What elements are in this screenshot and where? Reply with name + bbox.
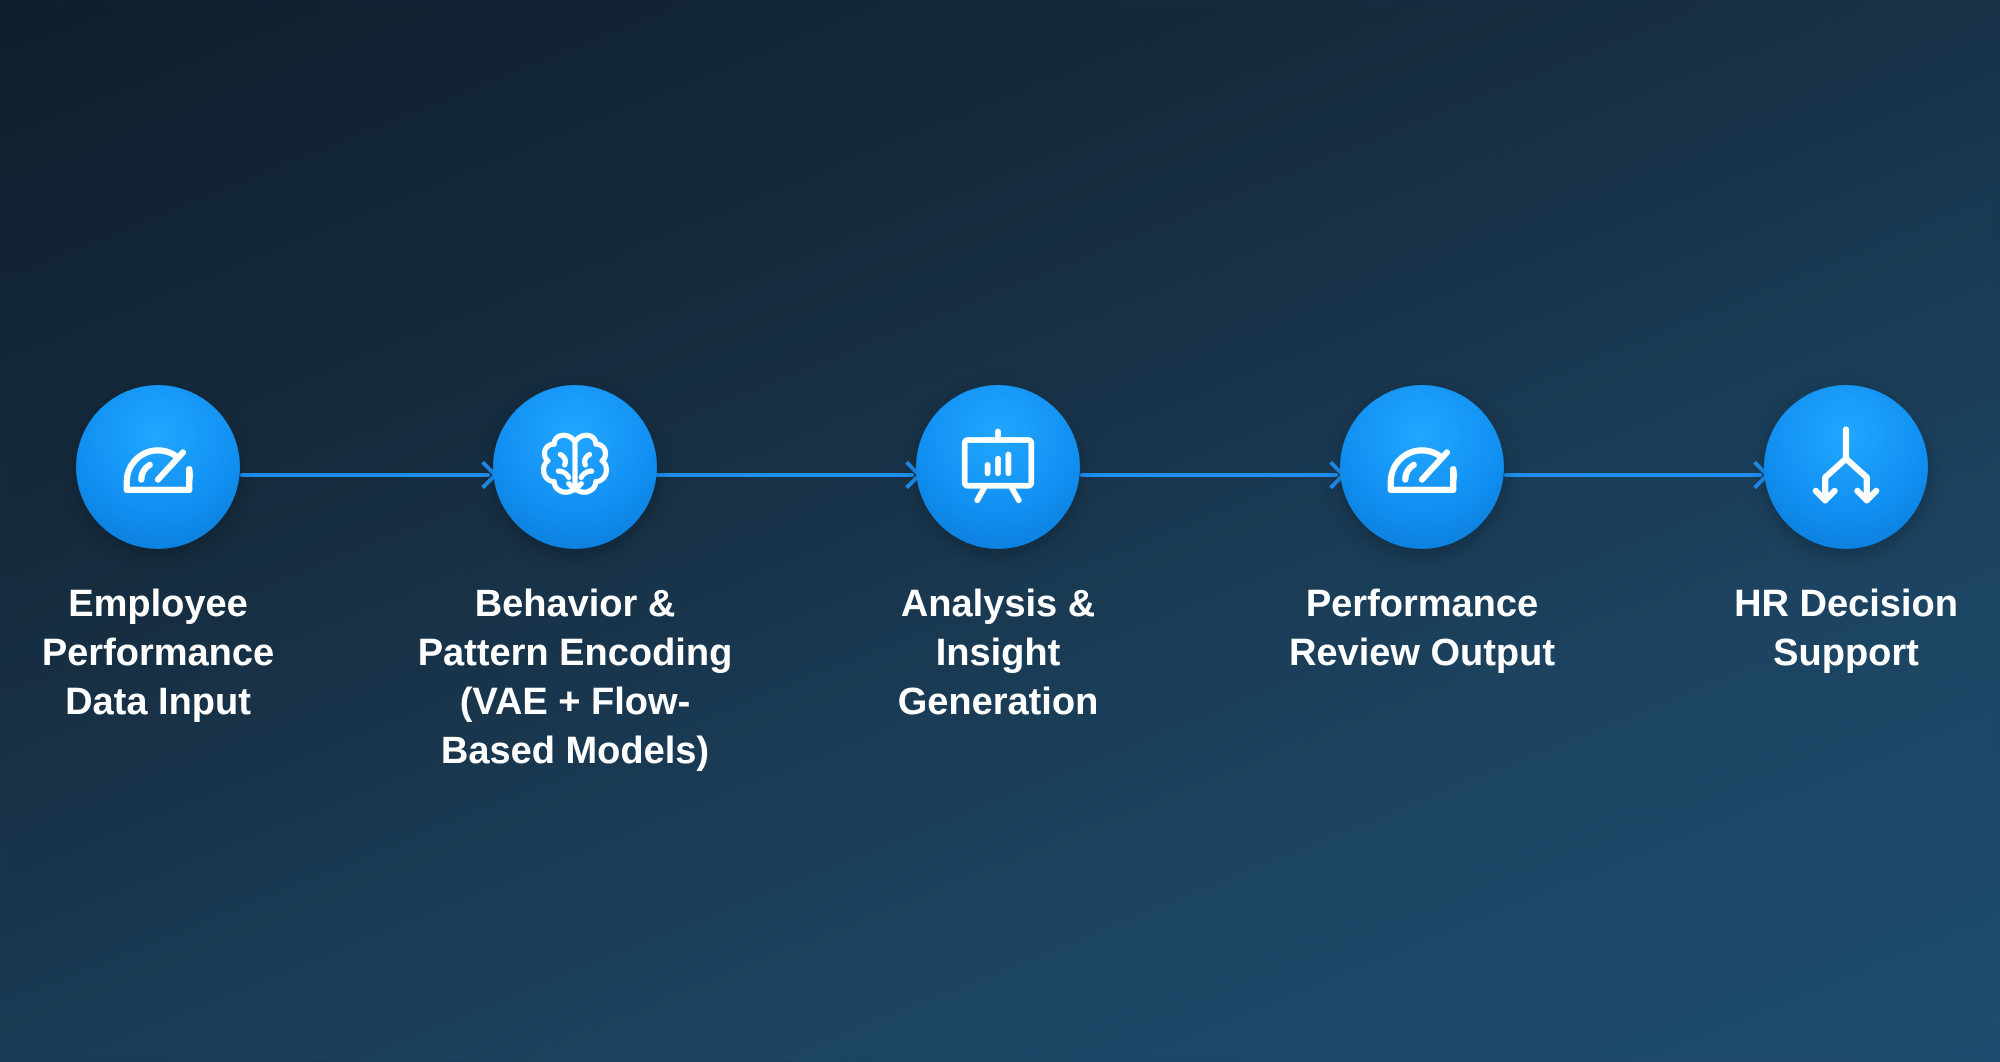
step-node-4	[1340, 385, 1504, 549]
connector-line-2	[656, 473, 914, 477]
step-label-line: Analysis &	[900, 583, 1096, 625]
step-label-line: Insight	[935, 632, 1061, 674]
step-node-1	[76, 385, 240, 549]
split-arrows-icon	[1794, 415, 1898, 519]
step-label-line: Generation	[897, 681, 1099, 723]
step-label-line: Performance	[1305, 583, 1539, 625]
step-label-line: Support	[1773, 632, 1919, 674]
step-label-2: Behavior & Pattern Encoding (VAE + Flow-…	[395, 580, 755, 776]
step-label-1: Employee Performance Data Input	[0, 580, 338, 727]
step-label-5: HR Decision Support	[1666, 580, 2000, 678]
step-label-line: Behavior &	[474, 583, 676, 625]
step-node-3	[916, 385, 1080, 549]
step-label-line: Performance	[41, 632, 275, 674]
step-label-line: HR Decision	[1734, 583, 1958, 625]
connector-line-3	[1080, 473, 1338, 477]
connector-line-4	[1504, 473, 1762, 477]
step-node-2	[493, 385, 657, 549]
step-label-4: Performance Review Output	[1242, 580, 1602, 678]
speedometer-icon	[1370, 415, 1474, 519]
step-label-line: Based Models)	[440, 730, 710, 772]
step-label-line: Review Output	[1288, 632, 1556, 674]
presentation-chart-icon	[946, 415, 1050, 519]
connector-line-1	[240, 473, 490, 477]
step-label-line: Data Input	[65, 681, 251, 723]
step-node-5	[1764, 385, 1928, 549]
step-label-line: Employee	[68, 583, 248, 625]
speedometer-icon	[106, 415, 210, 519]
step-label-line: Pattern Encoding	[417, 632, 733, 674]
brain-icon	[523, 415, 627, 519]
step-label-line: (VAE + Flow-	[459, 681, 691, 723]
step-label-3: Analysis & Insight Generation	[818, 580, 1178, 727]
